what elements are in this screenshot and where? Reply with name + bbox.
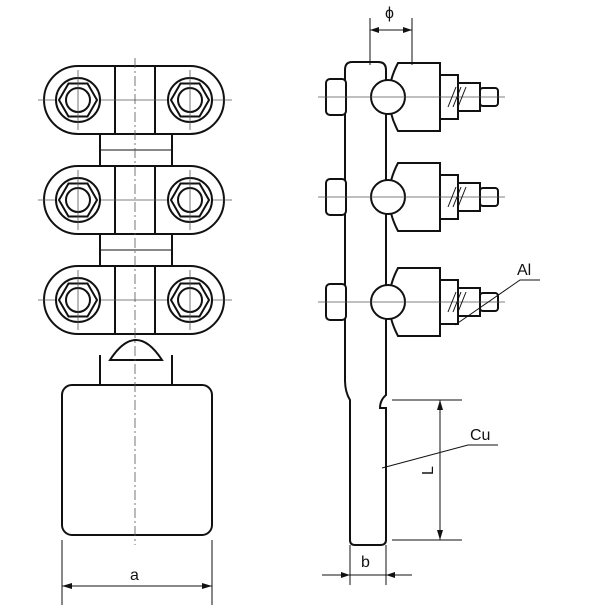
dim-l-label: L (420, 466, 437, 475)
front-view: a (38, 58, 232, 605)
thread-hatch (447, 291, 457, 313)
side-view: ϕ Al Cu L b (318, 5, 540, 585)
thread-hatch (452, 291, 462, 313)
terminal-palm (61, 384, 213, 536)
thread-hatch (452, 86, 462, 108)
side-body (344, 61, 387, 546)
palm-neck (99, 355, 173, 385)
thread-hatch (447, 86, 457, 108)
thread-hatch (447, 186, 457, 208)
dim-phi-arrows (370, 27, 412, 33)
al-leader (454, 279, 540, 326)
thread-hatch (457, 86, 467, 108)
thread-hatch (457, 186, 467, 208)
thread-hatch (457, 291, 467, 313)
cu-label: Cu (470, 427, 490, 444)
cu-leader (381, 444, 498, 469)
palm-arch (108, 339, 164, 361)
dim-b-label: b (361, 554, 370, 571)
al-label: Al (517, 262, 531, 279)
thread-hatch (452, 186, 462, 208)
dim-a-label: a (130, 567, 139, 584)
dim-phi-label: ϕ (385, 5, 394, 22)
